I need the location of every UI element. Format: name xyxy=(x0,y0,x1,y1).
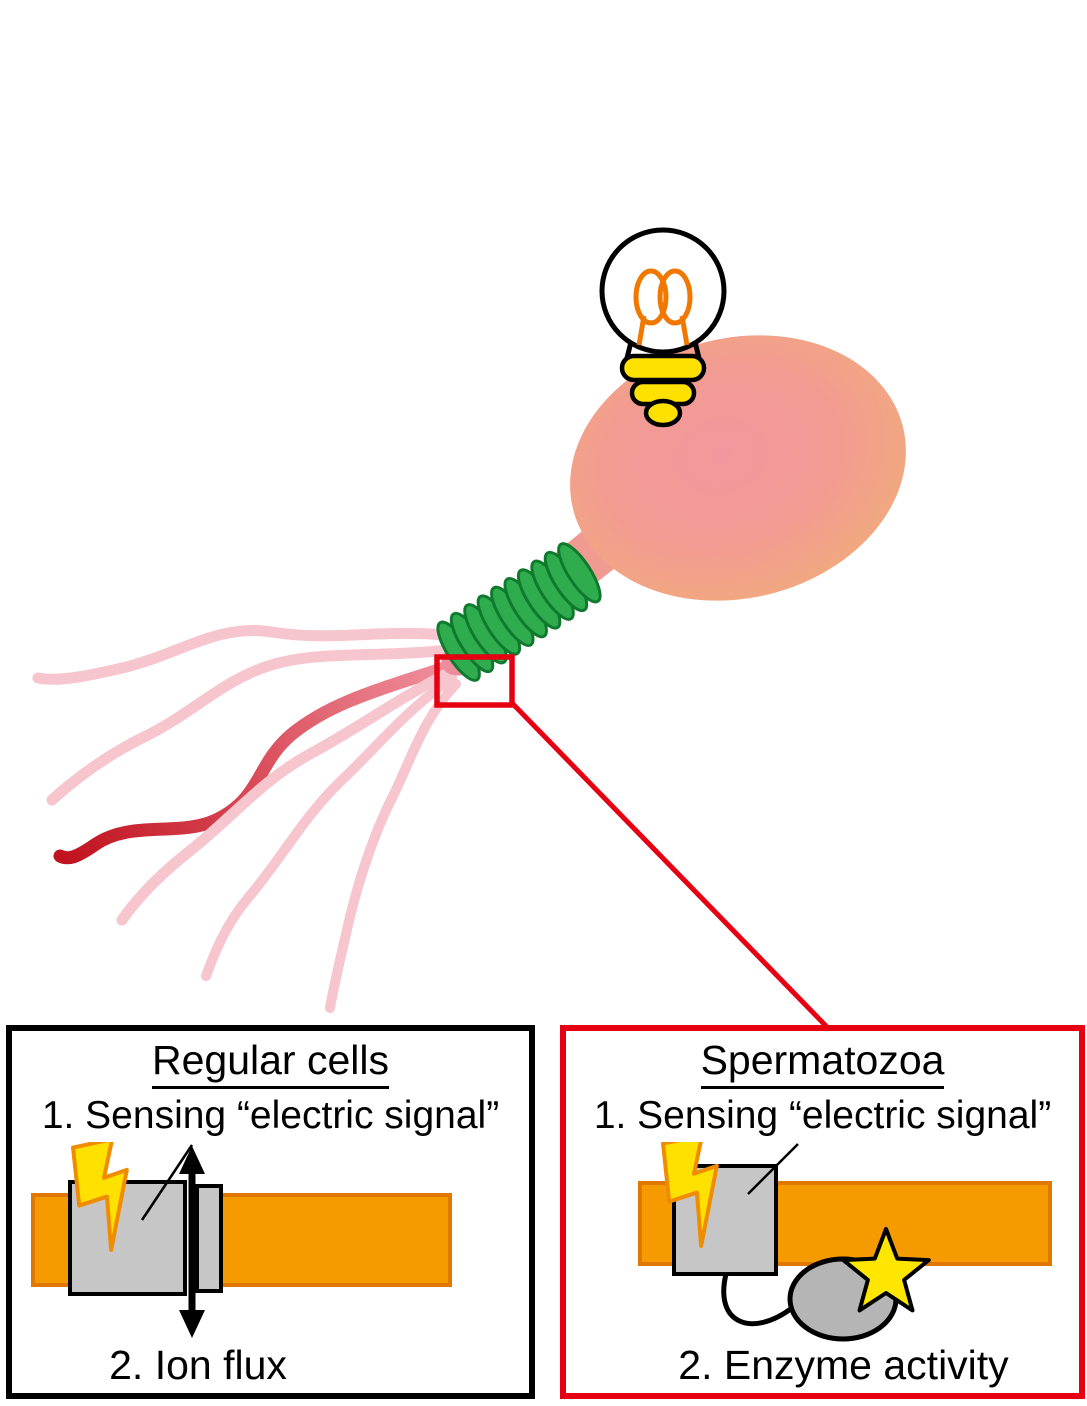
regular-cells-step2: 2. Ion flux xyxy=(109,1341,287,1388)
regular-cells-panel: Regular cells 1. Sensing “electric signa… xyxy=(6,1025,535,1399)
channel-subunit xyxy=(195,1183,223,1293)
flagellum xyxy=(116,666,456,926)
regular-cells-title-text: Regular cells xyxy=(152,1037,389,1089)
mitochondrial-coil xyxy=(436,542,602,682)
flagella xyxy=(32,625,463,1013)
bulb-base xyxy=(619,353,707,428)
label-pointer-line xyxy=(747,1142,799,1195)
coil-segment xyxy=(557,542,602,604)
flagellum-dark xyxy=(53,657,463,865)
enzyme-signaling-diagram xyxy=(638,1141,1052,1342)
flagellum xyxy=(46,644,454,806)
sperm-head xyxy=(570,335,906,601)
zoom-connector-line xyxy=(510,701,830,1030)
ion-channel-diagram xyxy=(31,1141,452,1338)
regular-cells-title: Regular cells xyxy=(152,1037,389,1089)
flagellum xyxy=(201,673,457,981)
light-bulb-icon xyxy=(599,227,727,428)
spermatozoa-title: Spermatozoa xyxy=(700,1037,945,1089)
spermatozoa-step2: 2. Enzyme activity xyxy=(678,1341,1009,1388)
highlight-box xyxy=(434,654,515,708)
spermatozoa-title-text: Spermatozoa xyxy=(700,1037,945,1089)
enzyme-linker-curve xyxy=(721,1272,794,1326)
bulb-filament xyxy=(633,268,693,346)
flagellum xyxy=(32,625,458,685)
star-burst-icon xyxy=(841,1226,931,1312)
bulb-glass xyxy=(599,227,727,355)
flagellum xyxy=(325,679,461,1013)
regular-cells-step1: 1. Sensing “electric signal” xyxy=(41,1093,500,1137)
spermatozoa-step1: 1. Sensing “electric signal” xyxy=(593,1093,1052,1137)
ion-flux-arrow xyxy=(179,1145,205,1338)
label-pointer-line xyxy=(140,1143,194,1221)
spermatozoa-panel: Spermatozoa 1. Sensing “electric signal”… xyxy=(560,1025,1085,1399)
